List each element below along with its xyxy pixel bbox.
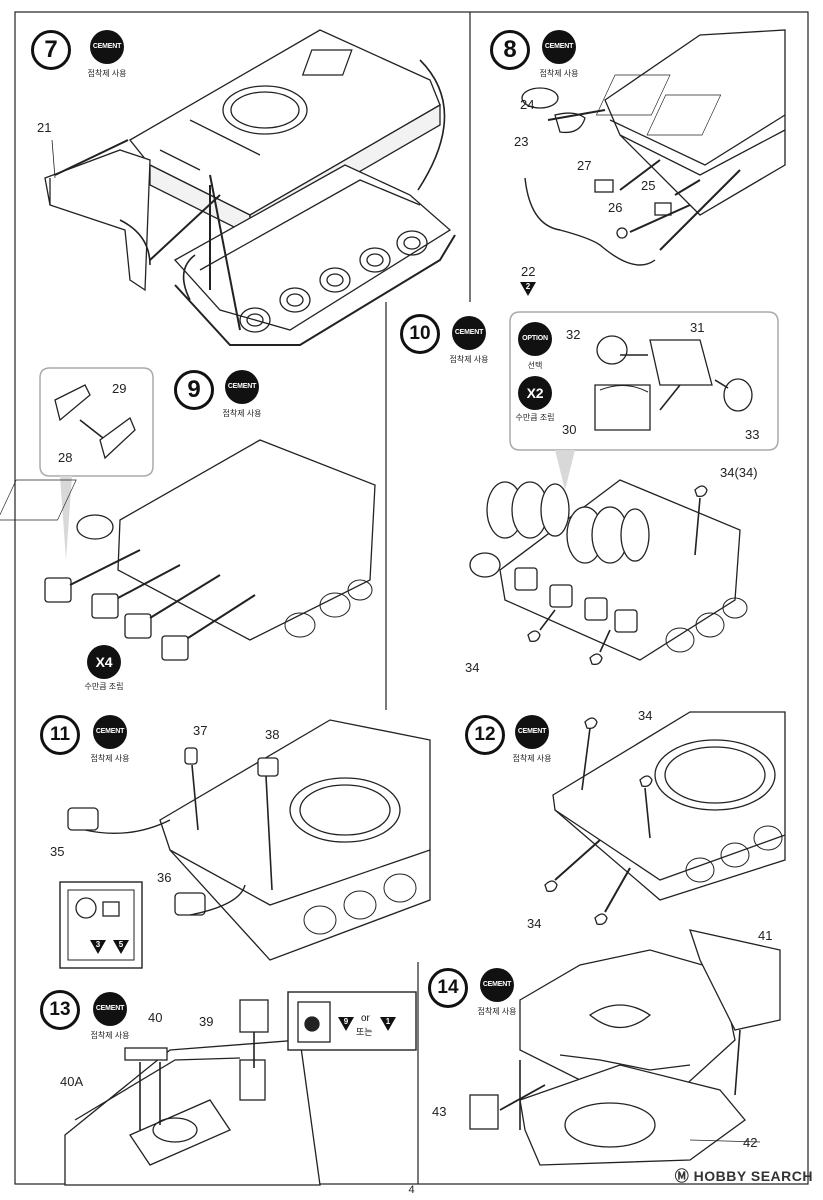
cement-icon: CEMENT [93,715,127,749]
cement-note: 접착제 사용 [90,754,130,763]
step12-drawing [544,711,786,926]
part-label-34-pair: 34(34) [720,465,758,480]
step8-drawing [521,29,786,266]
cement-icon: CEMENT [225,370,259,404]
step-number-7: 7 [31,30,71,70]
part-label-31: 31 [690,320,705,335]
part-label-26: 26 [608,200,623,215]
step-number-8: 8 [490,30,530,70]
or-text-korean: 또는 [356,1027,373,1037]
cement-icon: CEMENT [452,316,486,350]
cement-note: 접착제 사용 [87,69,127,78]
ref-step-label: 2 [525,282,531,291]
cement-icon: CEMENT [93,992,127,1026]
cement-note: 접착제 사용 [539,69,579,78]
cement-icon: CEMENT [515,715,549,749]
ref-step-label: 3 [95,940,101,949]
step10-drawing [469,311,779,666]
step11-drawing [59,719,431,969]
step7-drawing [44,29,456,346]
quantity-note: 수만큼 조립 [515,413,555,422]
step-number-13: 13 [40,990,80,1030]
part-label-30: 30 [562,422,577,437]
step13-drawing [64,991,417,1186]
step-number-9: 9 [174,370,214,410]
part-label-43: 43 [432,1104,447,1119]
part-label-35: 35 [50,844,65,859]
cement-icon: CEMENT [480,968,514,1002]
part-label-36: 36 [157,870,172,885]
part-label-38: 38 [265,727,280,742]
ref-step-label: 1 [385,1017,391,1026]
panel-dividers [385,12,471,1184]
part-label-40a: 40A [60,1074,84,1089]
watermark: Ⓜ HOBBY SEARCH [674,1168,813,1184]
part-label-41: 41 [758,928,773,943]
part-label-37: 37 [193,723,208,738]
part-label-34: 34 [638,708,653,723]
cement-icon: CEMENT [542,30,576,64]
step-number-10: 10 [400,314,440,354]
part-label-34: 34 [465,660,480,675]
step-number-11: 11 [40,715,80,755]
cement-note: 접착제 사용 [477,1007,517,1016]
ref-step-label: 5 [118,940,124,949]
quantity-note: 수만큼 조립 [84,682,124,691]
quantity-x4-icon: X4 [87,645,121,679]
step9-drawing [0,367,376,661]
ref-step-triangle [520,282,536,296]
cement-note: 접착제 사용 [222,409,262,418]
page-frame [14,11,809,1185]
step-number-12: 12 [465,715,505,755]
part-label-34: 34 [527,916,542,931]
ref-step-triangle [90,940,106,954]
part-label-33: 33 [745,427,760,442]
part-label-28: 28 [58,450,73,465]
step-number-14: 14 [428,968,468,1008]
ref-step-label: 9 [343,1017,349,1026]
or-text: or [361,1013,370,1024]
cement-note: 접착제 사용 [449,355,489,364]
page-number: 4 [408,1184,415,1196]
ref-step-triangle [338,1017,354,1031]
part-label-21: 21 [37,120,52,135]
part-label-22: 22 [521,264,536,279]
part-label-32: 32 [566,327,581,342]
part-label-24: 24 [520,97,535,112]
step14-drawing [469,929,781,1166]
part-label-39: 39 [199,1014,214,1029]
cement-note: 접착제 사용 [512,754,552,763]
part-label-23: 23 [514,134,529,149]
option-note: 선택 [527,361,543,370]
part-label-27: 27 [577,158,592,173]
part-label-29: 29 [112,381,127,396]
ref-step-triangle [380,1017,396,1031]
ref-step-triangle [113,940,129,954]
cement-icon: CEMENT [90,30,124,64]
part-label-42: 42 [743,1135,758,1150]
option-icon: OPTION [518,322,552,356]
quantity-x2-icon: X2 [518,376,552,410]
part-label-25: 25 [641,178,656,193]
cement-note: 접착제 사용 [90,1031,130,1040]
part-label-40: 40 [148,1010,163,1025]
